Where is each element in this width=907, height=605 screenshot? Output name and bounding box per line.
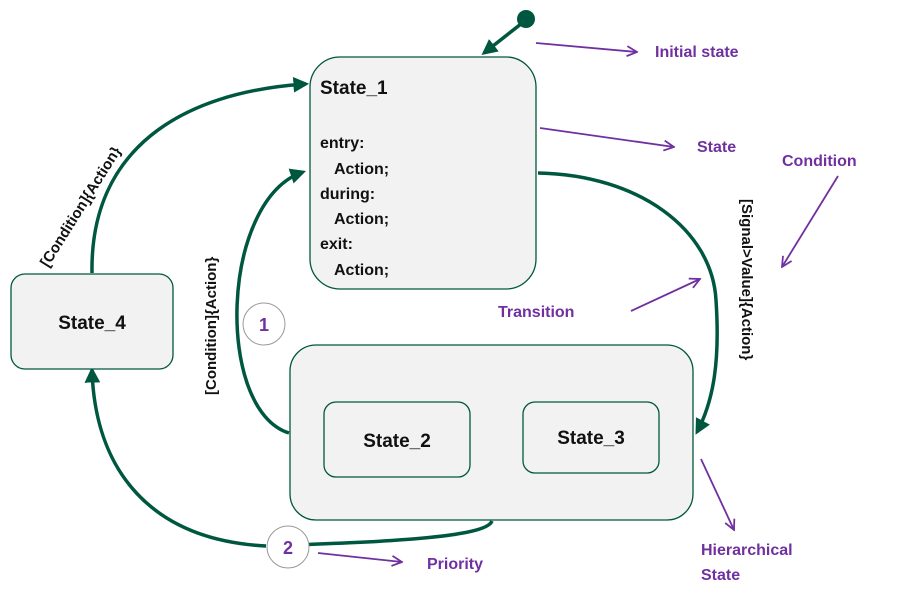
annotation-arrow-priority bbox=[317, 552, 402, 562]
annotation-arrow-condition bbox=[782, 175, 839, 267]
state-1-entry-action: Action; bbox=[334, 161, 389, 178]
annotation-initial-state: Initial state bbox=[655, 44, 739, 61]
state-2[interactable]: State_2 bbox=[323, 401, 471, 478]
annotation-arrow-hierarchical-state bbox=[700, 458, 734, 530]
transition-superstate-to-state4[interactable] bbox=[267, 519, 494, 548]
state-1-during-action: Action; bbox=[334, 211, 389, 228]
priority-2-text: 2 bbox=[283, 538, 293, 558]
priority-badge-1: 1 bbox=[242, 302, 286, 346]
annotation-arrow-initial-state bbox=[535, 42, 637, 52]
initial-transition-state1[interactable] bbox=[481, 18, 528, 55]
state-1[interactable]: State_1 entry: Action; during: Action; e… bbox=[309, 56, 537, 290]
annotation-condition: Condition bbox=[782, 153, 857, 170]
annotation-priority: Priority bbox=[427, 556, 483, 573]
state-1-exit-action: Action; bbox=[334, 262, 389, 279]
priority-1-text: 1 bbox=[259, 315, 269, 335]
state-4[interactable]: State_4 bbox=[10, 273, 174, 370]
transition-superstate-to-state1[interactable] bbox=[235, 168, 306, 435]
state-4-title: State_4 bbox=[58, 313, 126, 334]
state-1-title: State_1 bbox=[320, 78, 388, 99]
state-1-entry: entry: bbox=[320, 135, 364, 152]
state-3[interactable]: State_3 bbox=[522, 401, 660, 474]
annotation-hierarchical-state-line1: Hierarchical bbox=[701, 542, 793, 559]
transition-state4-to-state1[interactable] bbox=[90, 76, 310, 274]
state-1-exit: exit: bbox=[320, 236, 353, 253]
label-superstate-to-state1: [Condition]{Action} bbox=[203, 257, 220, 395]
state-3-title: State_3 bbox=[557, 428, 625, 449]
transition-state1-to-superstate[interactable] bbox=[537, 171, 719, 435]
label-state1-to-superstate: [Signal>Value]{Action} bbox=[738, 199, 755, 360]
annotation-transition: Transition bbox=[498, 304, 574, 321]
annotation-state: State bbox=[697, 139, 736, 156]
transition-superstate-to-state4-tail[interactable] bbox=[84, 366, 267, 548]
annotation-hierarchical-state-line2: State bbox=[701, 567, 740, 584]
annotation-arrow-transition bbox=[630, 279, 700, 312]
annotation-arrow-state bbox=[539, 127, 674, 147]
initial-state-dot bbox=[517, 10, 535, 28]
priority-badge-2: 2 bbox=[266, 525, 310, 569]
state-1-during: during: bbox=[320, 186, 375, 203]
label-state4-to-state1: [Condition]{Action} bbox=[37, 144, 125, 270]
state-2-title: State_2 bbox=[363, 431, 431, 452]
